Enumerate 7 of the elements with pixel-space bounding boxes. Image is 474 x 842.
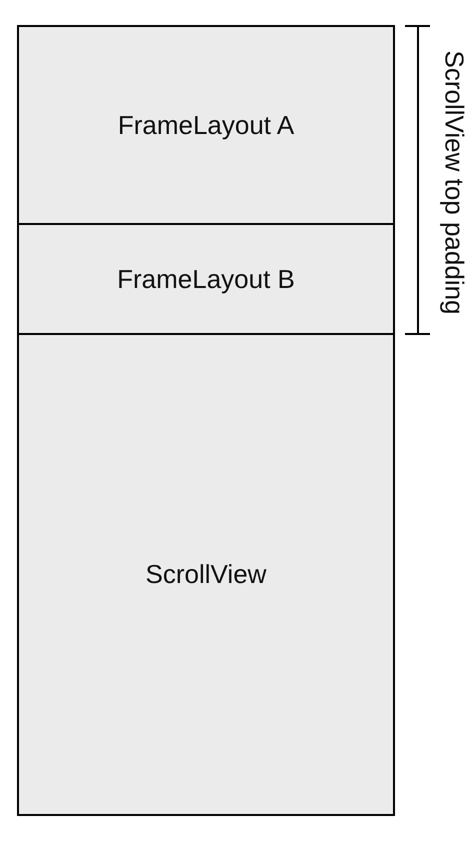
box-label: ScrollView: [146, 559, 266, 590]
layout-box: [17, 223, 395, 335]
box-label: FrameLayout B: [117, 264, 295, 294]
layout-box: [17, 25, 395, 225]
dimension-label: ScrollView top padding: [438, 50, 470, 314]
layout-box: [17, 333, 395, 816]
box-label: FrameLayout A: [118, 110, 294, 140]
